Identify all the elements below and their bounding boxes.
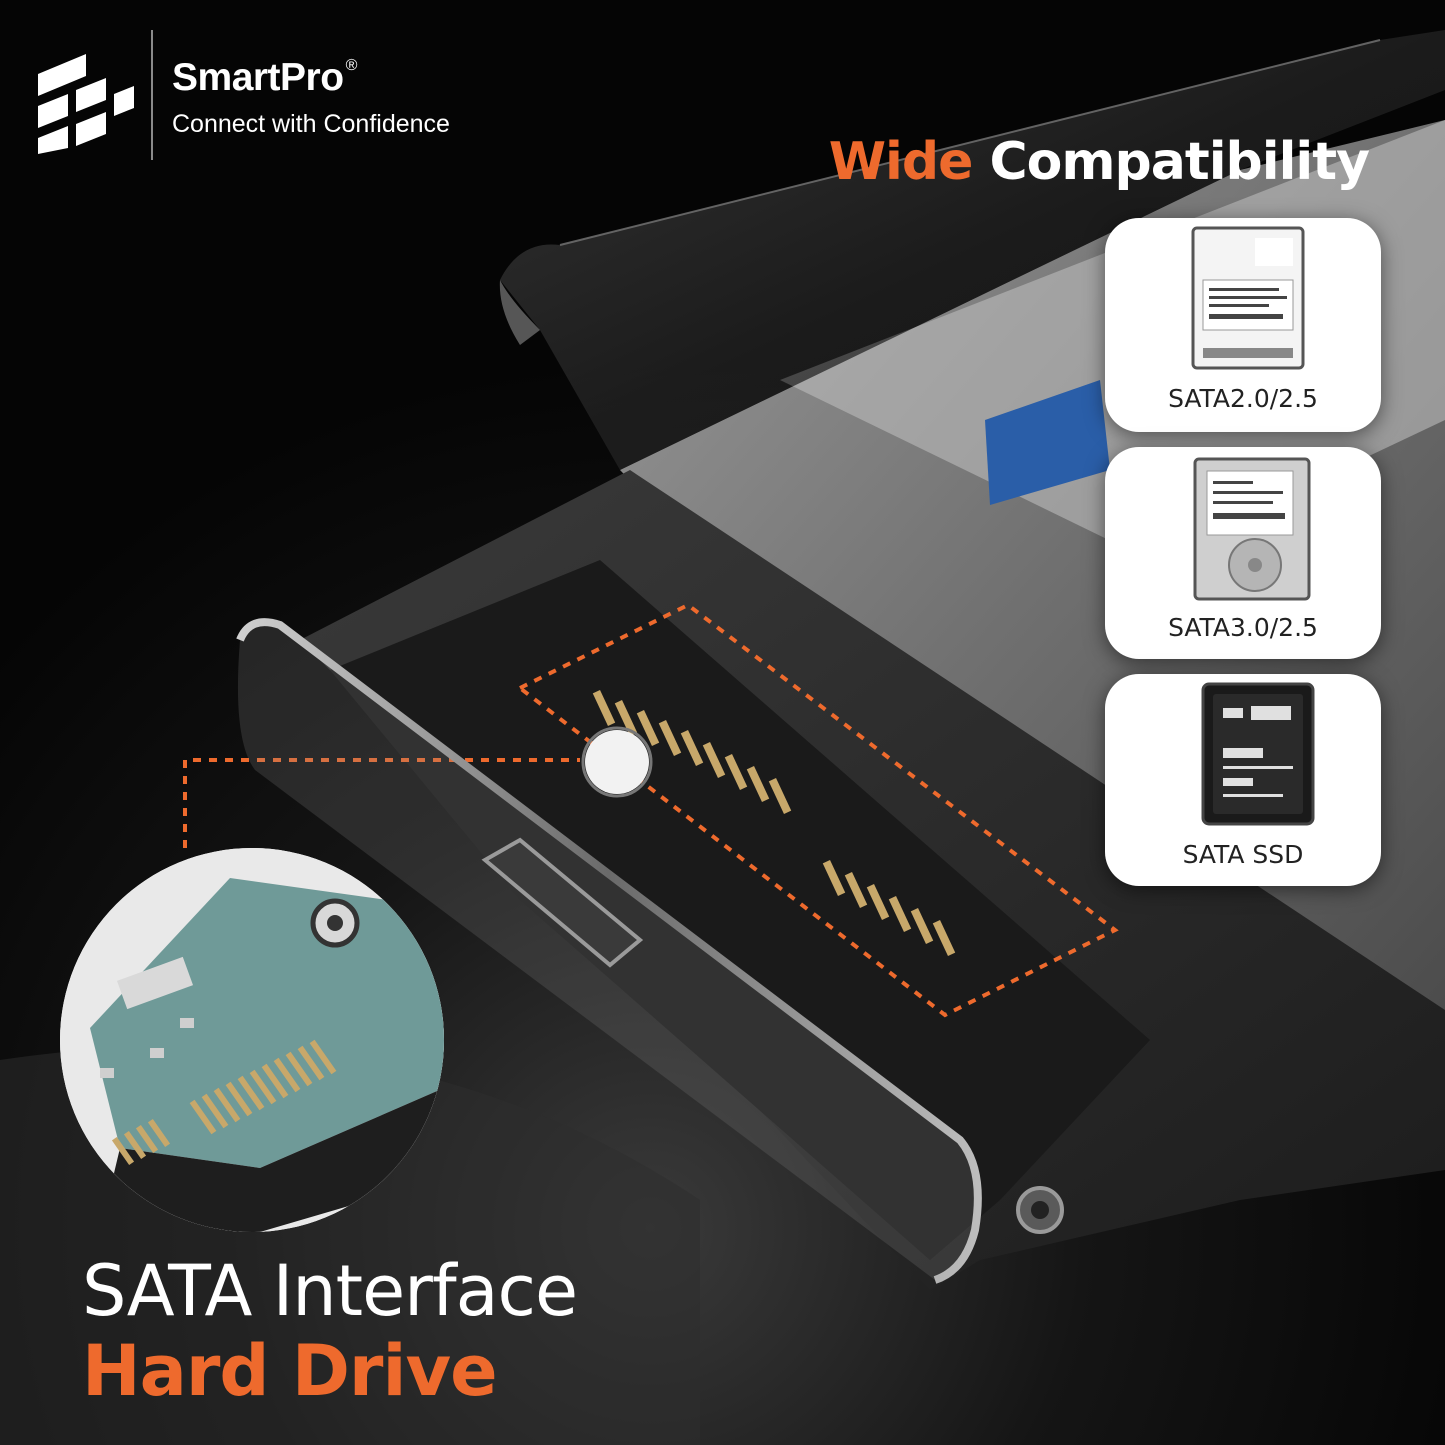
interface-title: SATA Interface Hard Drive bbox=[82, 1250, 578, 1412]
compat-card-label: SATA2.0/2.5 bbox=[1168, 384, 1318, 413]
hard-drive-icon bbox=[1193, 457, 1311, 601]
brand-tagline: Connect with Confidence bbox=[172, 110, 450, 138]
smartpro-logo-icon bbox=[38, 54, 134, 154]
headline-accent: Wide bbox=[828, 132, 974, 192]
compat-card-label: SATA3.0/2.5 bbox=[1168, 613, 1318, 642]
headline-rest: Compatibility bbox=[972, 132, 1370, 192]
ssd-icon bbox=[1201, 682, 1315, 826]
closeup-artwork bbox=[60, 848, 444, 1232]
compat-card-sata3: SATA3.0/2.5 bbox=[1105, 447, 1381, 659]
brand-name: SmartPro® bbox=[172, 56, 358, 99]
registered-mark: ® bbox=[345, 57, 358, 74]
interface-title-line1: SATA Interface bbox=[82, 1250, 578, 1332]
hard-drive-icon bbox=[1191, 226, 1305, 370]
brand-divider bbox=[151, 30, 153, 160]
compat-card-label: SATA SSD bbox=[1182, 840, 1304, 869]
sata-connector-closeup bbox=[60, 848, 444, 1232]
compat-card-sata2: SATA2.0/2.5 bbox=[1105, 218, 1381, 432]
compat-card-ssd: SATA SSD bbox=[1105, 674, 1381, 886]
interface-title-line2: Hard Drive bbox=[82, 1330, 498, 1412]
compatibility-headline: Wide Compatibility bbox=[828, 132, 1370, 192]
